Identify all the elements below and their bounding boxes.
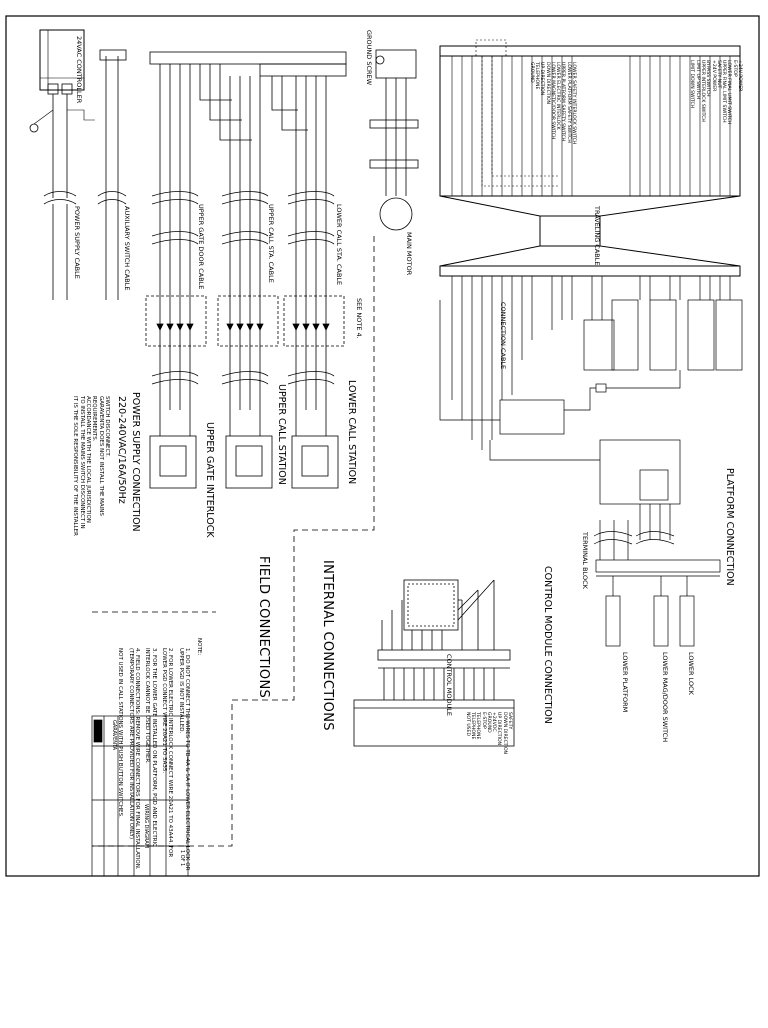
- label-controller: 24VAC CONTROLLER: [75, 36, 83, 104]
- label-control-module: CONTROL MODULE: [445, 654, 453, 717]
- terminal-label: +24V POWER: [710, 60, 716, 92]
- label-lower-lock: LOWER LOCK: [687, 652, 695, 695]
- terminal-label: LIMIT DOWN SWITCH: [689, 60, 695, 109]
- terminal-label: TELEPHONE: [475, 712, 481, 740]
- note-item: 1. DO NOT CONNECT THE WIRES TO TB-4A & 5…: [177, 648, 190, 871]
- note-item: 4. FIELD CONNECTIONS: REMOVE WIRE CONNEC…: [127, 648, 141, 870]
- note-item: NOT USED IN CALL STATIONS WITH PUSH BUTT…: [117, 648, 124, 818]
- terminal-label: LOWER SAFETY INTERLOCK SWITCH: [571, 62, 576, 145]
- drawing-border: [5, 15, 760, 877]
- label-terminal-block: TERMINAL BLOCK: [581, 532, 589, 589]
- terminal-label: TELEPHONE: [470, 712, 476, 740]
- installer-line: IT IS THE SOLE RESPONSIBILITY OF THE INS…: [72, 396, 79, 536]
- platform-wiring: [439, 276, 743, 647]
- installer-statement: SWITCH DISCONNECT. GARAVENTA DOES NOT IN…: [72, 396, 110, 536]
- installer-line: ACCORDANCE WITH THE LOCAL JURISDICTION: [85, 396, 92, 523]
- label-upper-gate-interlock: UPPER GATE INTERLOCK: [204, 422, 215, 538]
- field-boundary: [92, 236, 375, 847]
- label-aux-switch-cable: AUXILIARY SWITCH CABLE: [123, 206, 131, 291]
- installer-line: TO INSTALL THE MAINS SWITCH DISCONNECT I…: [78, 396, 85, 529]
- terminal-label: UPPER PLATFORM SAFETY SWITCH: [560, 62, 566, 142]
- notes-heading: NOTE:: [196, 638, 202, 656]
- label-lower-call-sta-cable: LOWER CALL STA. CABLE: [335, 204, 343, 286]
- terminal-label: GROUND: [485, 712, 491, 733]
- label-upper-call-station: UPPER CALL STATION: [276, 384, 287, 485]
- traveling-cable: [439, 45, 741, 277]
- traveling-cable-wires: [451, 39, 731, 196]
- label-connection-cable: CONNECTION CABLE: [499, 302, 507, 370]
- terminal-label: LOWER PLATFORM SAFETY SWITCH: [565, 62, 571, 143]
- label-power-supply-cable: POWER SUPPLY CABLE: [73, 206, 81, 279]
- terminal-label: E-STOP: [731, 60, 737, 77]
- call-station-harness: [145, 51, 347, 489]
- label-lower-platform: LOWER PLATFORM: [621, 652, 629, 713]
- terminal-label: LOWER MAGNETIC/DOOR SWITCH: [549, 62, 555, 140]
- note-item: 2. FOR LOWER ELECTRIC INTERLOCK CONNECT …: [161, 648, 174, 858]
- controller-block: [29, 29, 95, 300]
- terminal-label: BYPASS SWITCH: [705, 60, 711, 97]
- installer-line: SWITCH DISCONNECT.: [104, 396, 110, 457]
- label-upper-call-sta-cable: UPPER CALL STA. CABLE: [267, 204, 275, 283]
- terminal-list-top: +24V POWER E-STOP LOWER FINAL LIMIT SWIT…: [689, 60, 742, 124]
- terminal-label: TELEPHONE: [534, 62, 540, 90]
- terminal-label: NOT USED: [464, 712, 470, 737]
- terminal-list-mid: LOWER SAFETY INTERLOCK SWITCH LOWER PLAT…: [528, 62, 576, 144]
- aux-switch-cable: [97, 49, 127, 300]
- label-see-note: SEE NOTE 4.: [355, 298, 363, 339]
- title-block-company: GARAVENTA: [111, 720, 117, 751]
- label-main-motor: MAIN MOTOR: [405, 232, 413, 276]
- terminal-label: DOWN DIRECTION: [544, 62, 550, 104]
- terminal-label: LOWER FINAL LIMIT SWITCH: [726, 60, 732, 125]
- terminal-label: UPPER INTERLOCK SWITCH: [700, 60, 706, 122]
- label-ground-screw: GROUND SCREW: [365, 30, 373, 86]
- terminal-label: UPPER FINAL LIMIT SWITCH: [721, 60, 727, 123]
- label-power-supply-connection: POWER SUPPLY CONNECTION: [130, 392, 141, 532]
- label-control-module-connection: CONTROL MODULE CONNECTION: [542, 566, 553, 724]
- title-block: [91, 715, 189, 877]
- label-lower-call-station: LOWER CALL STATION: [346, 380, 357, 485]
- terminal-label: SAFETY: [507, 712, 512, 730]
- control-module-wiring: [353, 579, 515, 747]
- label-upper-gate-door-cable: UPPER GATE DOOR CABLE: [197, 204, 205, 290]
- notes-section: NOTE:: [196, 638, 202, 655]
- terminal-label: GROUND: [528, 62, 534, 83]
- label-lower-mag-door-switch: LOWER MAG/DOOR SWITCH: [661, 652, 669, 743]
- label-internal-connections: INTERNAL CONNECTIONS: [320, 560, 335, 731]
- notes-list: 1. DO NOT CONNECT THE WIRES TO TB-4A & 5…: [117, 648, 191, 878]
- title-block-sheet: 1 OF 1: [179, 850, 185, 867]
- terminal-label: +24V POWER: [737, 60, 742, 92]
- label-field-connections: FIELD CONNECTIONS: [256, 556, 271, 699]
- label-traveling-cable: TRAVELING CABLE: [593, 206, 601, 266]
- control-module-terminals: SAFETY DOWN DIRECTION UP DIRECTION +24VD…: [464, 712, 512, 754]
- terminal-label: LIMIT UP SWITCH: [694, 60, 700, 100]
- title-block-title: WIRING DIAGRAM: [143, 804, 149, 849]
- installer-line: GARAVENTA DOES NOT INSTALL THE MAINS: [97, 396, 104, 516]
- terminal-label: E-STOP: [480, 712, 486, 729]
- main-motor: [369, 49, 419, 231]
- label-platform-connection: PLATFORM CONNECTION: [724, 468, 735, 586]
- terminal-label: DOWN DIRECTION: [501, 712, 507, 754]
- label-power-spec: 220-240VAC/16A/50Hz: [116, 396, 127, 504]
